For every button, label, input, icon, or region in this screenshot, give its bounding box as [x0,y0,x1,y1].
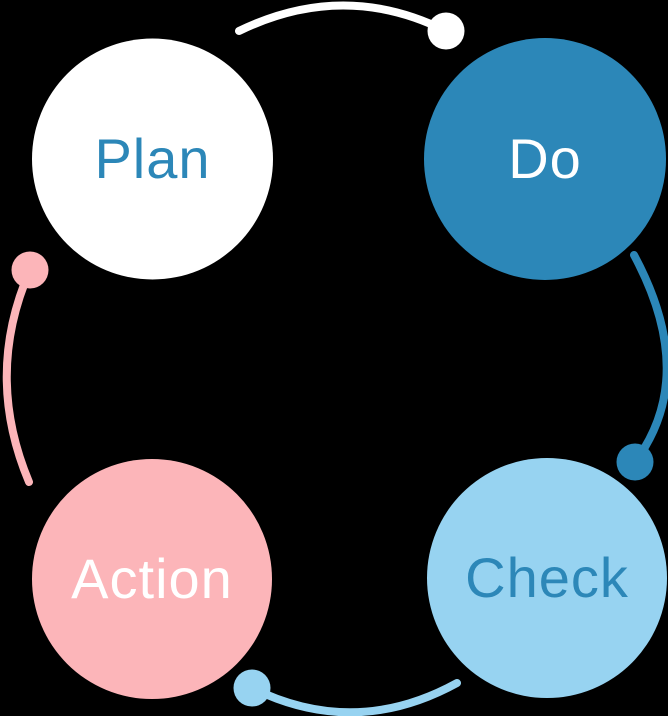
connector-action-to-plan-endpoint-dot [11,251,49,289]
connector-do-to-check-arc [630,251,668,466]
check-label: Check [465,546,629,609]
do-circle [424,38,666,280]
step-action: Action [32,459,272,699]
check-circle [427,458,667,698]
connector-check-to-action [233,669,461,716]
connector-action-to-plan [2,251,49,486]
connector-do-to-check-endpoint-dot [616,443,654,481]
step-do: Do [424,38,666,280]
plan-label: Plan [94,127,210,190]
action-label: Action [71,547,233,610]
connector-action-to-plan-arc [2,266,34,486]
plan-circle [32,38,273,280]
connector-check-to-action-endpoint-dot [233,669,271,707]
connector-plan-to-do-endpoint-dot [427,12,465,50]
connector-plan-to-do [235,1,465,50]
step-check: Check [427,458,667,698]
connector-check-to-action-arc [248,679,461,716]
do-label: Do [508,127,582,190]
connector-plan-to-do-arc [235,1,450,35]
connector-do-to-check [616,251,668,481]
action-circle [32,459,272,699]
step-plan: Plan [32,38,273,280]
